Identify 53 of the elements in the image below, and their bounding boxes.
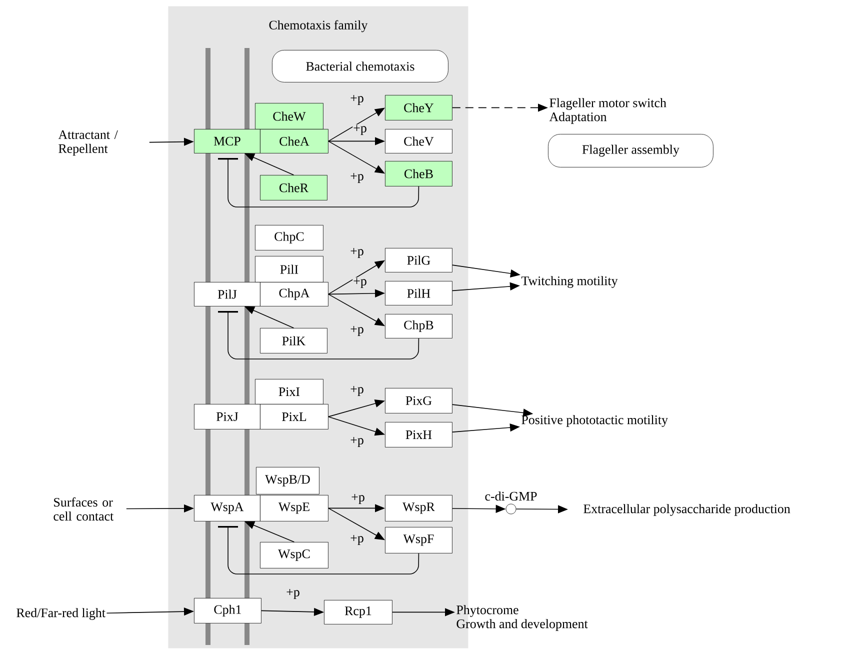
gene-box: CheR — [260, 175, 328, 200]
inhibition-line — [218, 311, 420, 360]
gene-box: PilJ — [194, 282, 260, 306]
gene-box: PixJ — [194, 404, 260, 430]
edge-label: +p — [350, 385, 364, 397]
gene-box: PixG — [385, 388, 452, 414]
process-label: Positive phototactic motility — [522, 415, 668, 427]
edge-label: +p — [350, 325, 364, 337]
inhibition-line — [218, 526, 420, 574]
gene-box: WspA — [194, 495, 260, 522]
gene-box: PilG — [385, 248, 452, 272]
process-label: Phytocrome Growth and development — [456, 605, 588, 631]
gene-box: ChpB — [385, 314, 452, 338]
gene-box: PilI — [255, 256, 324, 282]
pathway-link-box: Flageller assembly — [548, 134, 714, 168]
edge-label: +p — [352, 277, 368, 289]
gene-box: ChpC — [255, 225, 324, 250]
gene-box: PixI — [255, 379, 324, 404]
gene-box: PixL — [260, 404, 328, 430]
process-label: Twitching motility — [521, 276, 618, 288]
node-label: c-di-GMP — [485, 491, 537, 501]
edge-label: +p — [286, 588, 300, 600]
gene-box: CheV — [385, 129, 452, 154]
gene-box: Cph1 — [194, 598, 262, 624]
gene-box: PilH — [385, 281, 452, 306]
gene-box: Rcp1 — [324, 600, 392, 624]
gene-box: CheB — [385, 161, 452, 186]
edge-label: +p — [350, 172, 364, 184]
gene-box: WspB/D — [256, 467, 320, 494]
edge-label: +p — [350, 534, 364, 546]
gene-box: MCP — [194, 129, 260, 154]
gene-box: ChpA — [260, 282, 328, 306]
edge-label: +p — [350, 94, 364, 106]
gene-box: WspE — [260, 495, 328, 522]
gene-box: WspF — [385, 527, 452, 554]
gene-box: PixH — [385, 422, 452, 448]
gene-box: CheA — [260, 129, 328, 154]
edge-label: +p — [350, 493, 366, 505]
process-label: Red/Far-red light — [16, 608, 106, 620]
gene-box: WspR — [385, 495, 452, 522]
edge-label: +p — [352, 124, 368, 136]
gene-box: WspC — [260, 542, 328, 568]
gene-box: CheW — [255, 103, 324, 130]
pathway-link-box: Bacterial chemotaxis — [272, 50, 448, 82]
edge-label: +p — [350, 436, 364, 448]
gene-box: CheY — [385, 95, 452, 120]
process-label: Attractant / Repellent — [58, 130, 118, 156]
process-label: Surfaces or cell contact — [54, 497, 114, 521]
inhibition-line — [218, 158, 420, 208]
process-label: Flageller motor switch Adaptation — [549, 98, 666, 124]
gene-box: PilK — [260, 328, 328, 354]
edge-label: +p — [350, 247, 364, 259]
process-label: Extracellular polysaccharide production — [584, 504, 790, 516]
